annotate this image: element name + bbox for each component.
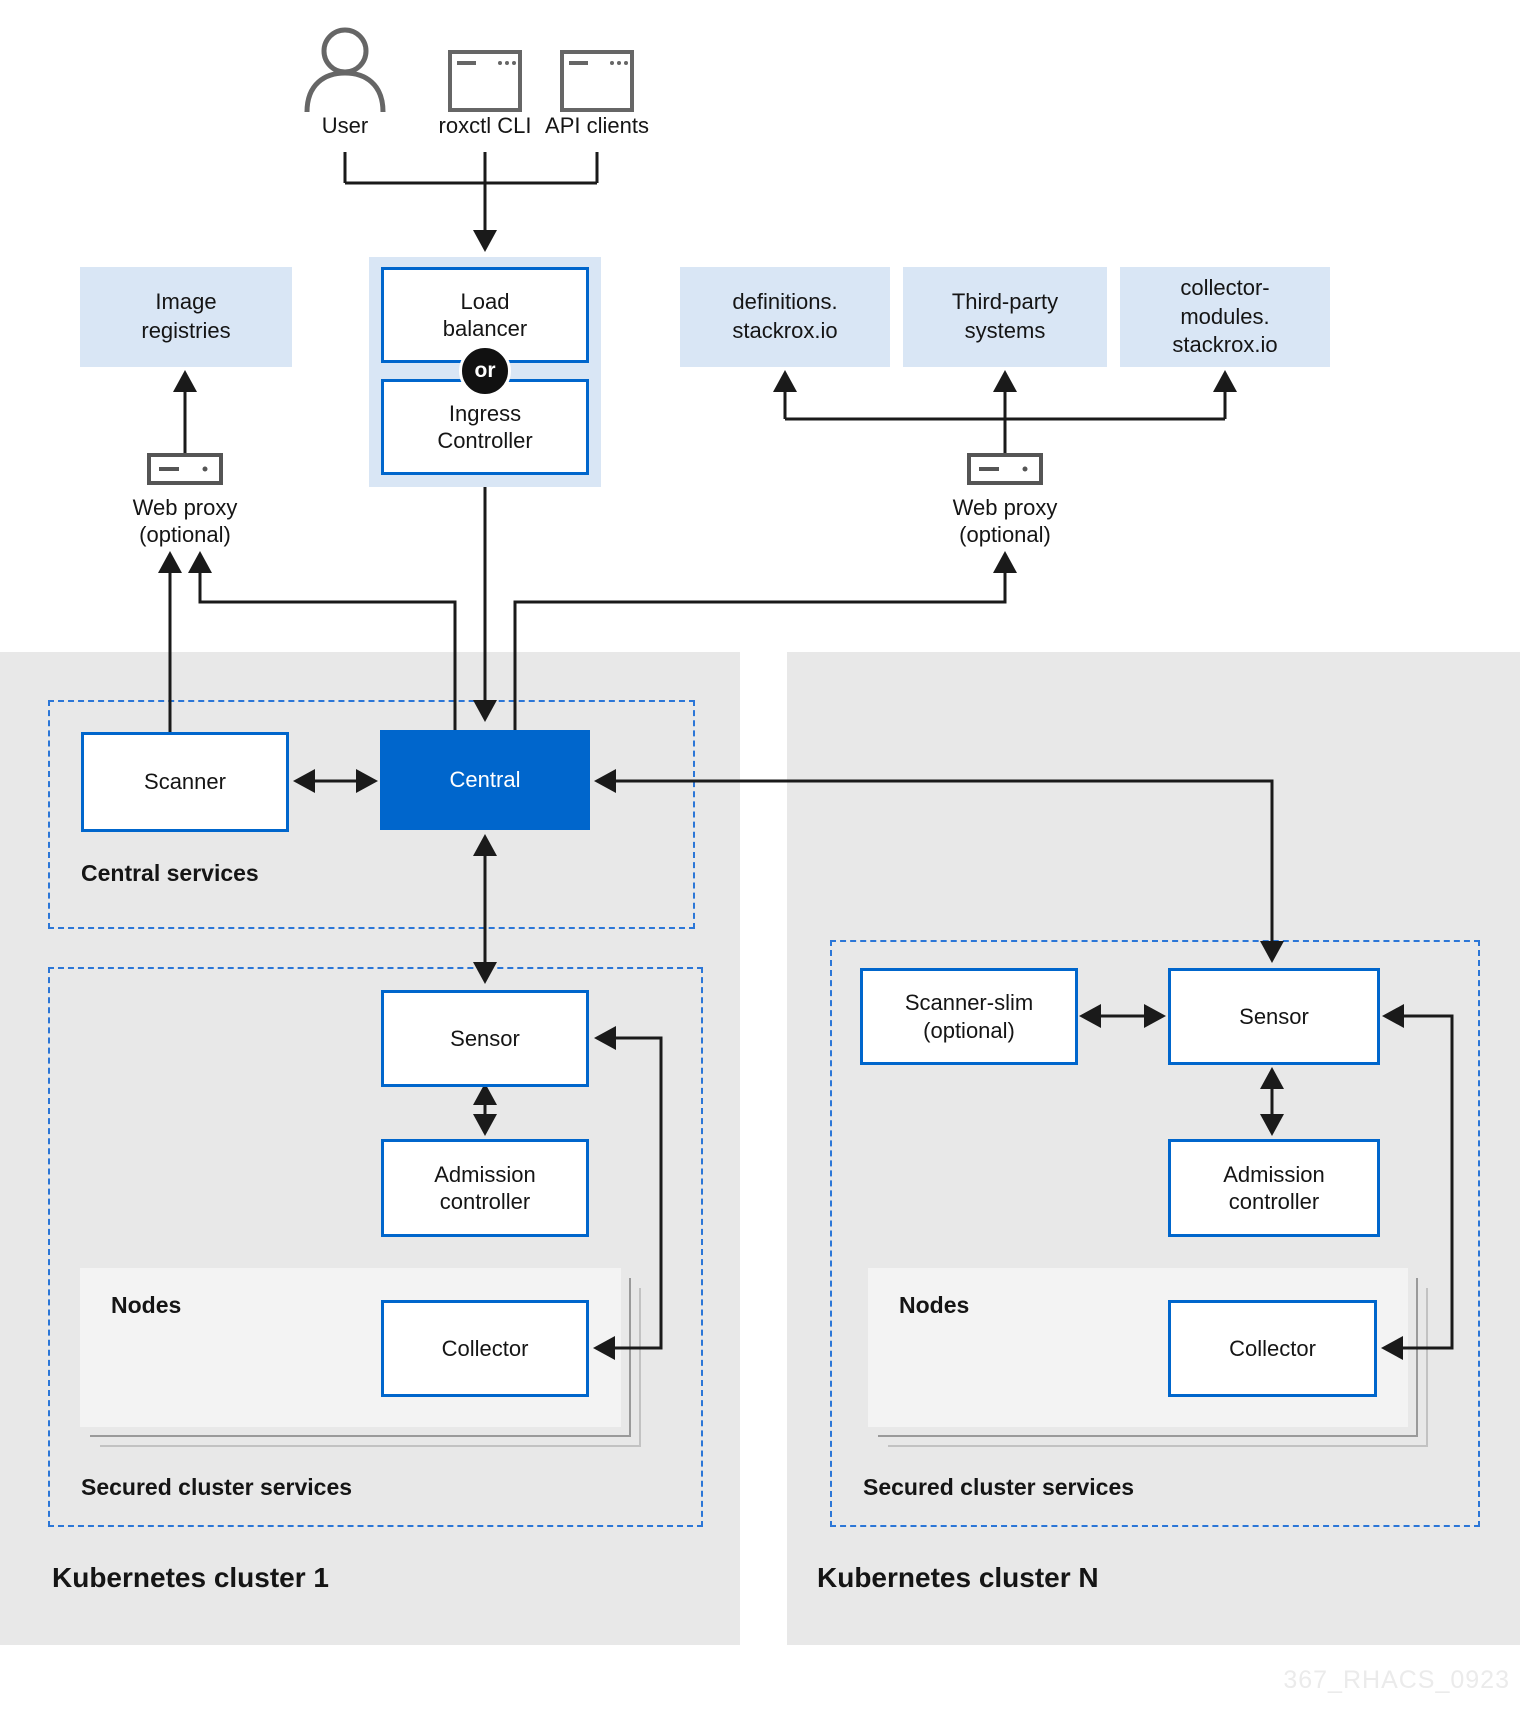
central-services-label: Central services	[81, 860, 259, 886]
secured-cluster-boundary-n	[830, 940, 1480, 1527]
kubernetes-cluster-n-title: Kubernetes cluster N	[817, 1562, 1099, 1593]
scanner-box: Scanner	[81, 732, 289, 832]
terminal-icon-roxctl	[448, 50, 522, 112]
web-proxy-right-label: Web proxy (optional)	[952, 495, 1058, 548]
web-proxy-right-icon	[967, 453, 1043, 485]
sensor-box-n: Sensor	[1168, 968, 1380, 1065]
figure-id-watermark: 367_RHACS_0923	[1283, 1666, 1510, 1694]
collector-modules-box: collector- modules. stackrox.io	[1120, 267, 1330, 367]
user-icon	[304, 27, 386, 113]
nodes-stack-back-n	[888, 1288, 1428, 1447]
nodes-stack-front-n	[878, 1278, 1418, 1437]
sensor-box-1: Sensor	[381, 990, 589, 1087]
image-registries-box: Image registries	[80, 267, 292, 367]
third-party-systems-box: Third-party systems	[903, 267, 1107, 367]
user-label: User	[321, 113, 369, 138]
admission-controller-box-1: Admission controller	[381, 1139, 589, 1237]
kubernetes-cluster-1-title: Kubernetes cluster 1	[52, 1562, 329, 1593]
api-clients-label: API clients	[545, 113, 649, 138]
collector-box-n: Collector	[1168, 1300, 1377, 1397]
secured-cluster-services-label-n: Secured cluster services	[863, 1474, 1135, 1500]
secured-cluster-services-label-1: Secured cluster services	[81, 1474, 353, 1500]
nodes-label-1: Nodes	[111, 1292, 182, 1318]
central-box: Central	[380, 730, 590, 830]
definitions-stackrox-box: definitions. stackrox.io	[680, 267, 890, 367]
secured-cluster-boundary-1	[48, 967, 703, 1527]
scanner-slim-box: Scanner-slim (optional)	[860, 968, 1078, 1065]
or-badge: or	[459, 345, 511, 397]
terminal-icon-api	[560, 50, 634, 112]
collector-box-1: Collector	[381, 1300, 589, 1397]
roxctl-cli-label: roxctl CLI	[438, 113, 532, 138]
nodes-label-n: Nodes	[899, 1292, 970, 1318]
web-proxy-left-label: Web proxy (optional)	[132, 495, 238, 548]
admission-controller-box-n: Admission controller	[1168, 1139, 1380, 1237]
web-proxy-left-icon	[147, 453, 223, 485]
nodes-stack-back-1	[100, 1288, 641, 1447]
nodes-stack-front-1	[90, 1278, 631, 1437]
